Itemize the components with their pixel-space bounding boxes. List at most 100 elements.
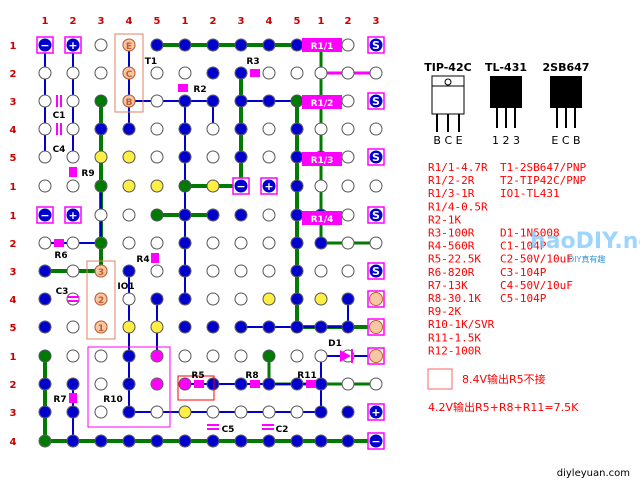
hole (341, 377, 355, 391)
parts-list-left-item: R2-1K (428, 213, 461, 226)
pad (235, 378, 247, 390)
row-header: 3 (10, 97, 17, 108)
term-s-2-symbol: S (372, 151, 380, 164)
r1-4-label: R1/4 (311, 215, 334, 225)
row-header: 2 (10, 69, 17, 80)
pad (179, 123, 191, 135)
hole (262, 208, 276, 222)
c4-label: C4 (53, 145, 66, 155)
hole (94, 377, 108, 391)
r7-label: R7 (53, 395, 66, 405)
hole (341, 264, 355, 278)
pad (235, 151, 247, 163)
hole (369, 122, 383, 136)
pad (291, 39, 303, 51)
column-header: 4 (126, 16, 133, 27)
term-s-3-symbol: S (372, 209, 380, 222)
hole (150, 179, 164, 193)
r2-body (178, 84, 188, 92)
pad (291, 180, 303, 192)
hole (150, 320, 164, 334)
t1-pin-b: B (126, 98, 133, 108)
site-credit: diyleyuan.com (557, 468, 630, 479)
parts-list-right-item: C4-50V/10uF (500, 279, 573, 292)
r5-label: R5 (191, 371, 204, 381)
pad (291, 293, 303, 305)
pad (291, 265, 303, 277)
term-plus-left-pad (66, 208, 80, 222)
term-minus-top-pad (38, 38, 52, 52)
pad (123, 265, 135, 277)
hole (38, 236, 52, 250)
hole (262, 66, 276, 80)
hole (38, 150, 52, 164)
hole (314, 292, 328, 306)
pad-green (263, 350, 275, 362)
pad (39, 406, 51, 418)
pad-green (151, 209, 163, 221)
note-box-swatch (427, 368, 453, 390)
hole (150, 405, 164, 419)
pad (95, 435, 107, 447)
t1-label: T1 (145, 57, 157, 67)
term-s-4-symbol: S (372, 265, 380, 278)
r2-label: R2 (193, 85, 206, 95)
pad (179, 265, 191, 277)
pad (151, 435, 163, 447)
term-s-0-pad (369, 38, 383, 52)
term-pin-pad (369, 292, 383, 306)
watermark-sub: DIY真有趣 (568, 254, 605, 264)
r1-1-label: R1/1 (311, 42, 334, 52)
pad (123, 435, 135, 447)
package-tl431-pins: 1 2 3 (492, 134, 520, 147)
hole (94, 349, 108, 363)
hole (66, 236, 80, 250)
row-header: 5 (10, 153, 17, 164)
pad (123, 406, 135, 418)
column-header: 1 (42, 16, 49, 27)
term-pin-pad (369, 349, 383, 363)
row-header: 1 (10, 211, 17, 222)
row-header: 2 (10, 380, 17, 391)
column-header: 2 (70, 16, 77, 27)
pad (179, 151, 191, 163)
hole (290, 405, 304, 419)
pad (95, 123, 107, 135)
term-minus-bottom-symbol: − (371, 435, 380, 448)
term-pin-pad (369, 320, 383, 334)
hole (66, 179, 80, 193)
term-s-1-symbol: S (372, 95, 380, 108)
pad (235, 321, 247, 333)
term-s-2-pad (369, 150, 383, 164)
column-header: 5 (154, 16, 161, 27)
parts-list-left-item: R5-22.5K (428, 253, 481, 266)
r9-label: R9 (81, 169, 94, 179)
pad (235, 123, 247, 135)
row-header: 3 (10, 408, 17, 419)
hole (66, 292, 80, 306)
pad (151, 39, 163, 51)
pad (263, 95, 275, 107)
io1-pin (94, 320, 108, 334)
pad-green (39, 350, 51, 362)
pad (342, 435, 354, 447)
r6-label: R6 (54, 251, 67, 261)
term-plus-top-symbol: + (68, 39, 77, 52)
parts-list-right-item: C2-50V/10uF (500, 253, 573, 266)
parts-list-left-item: R1/2-2R (428, 174, 475, 187)
pad (315, 406, 327, 418)
parts-list-left-item: R1/4-0.5R (428, 200, 488, 213)
row-header: 3 (10, 267, 17, 278)
pad-green (291, 95, 303, 107)
hole (341, 179, 355, 193)
pad (235, 39, 247, 51)
pad-green (179, 180, 191, 192)
pad (207, 209, 219, 221)
hole (38, 66, 52, 80)
pad (263, 378, 275, 390)
hole (369, 179, 383, 193)
hole (341, 236, 355, 250)
